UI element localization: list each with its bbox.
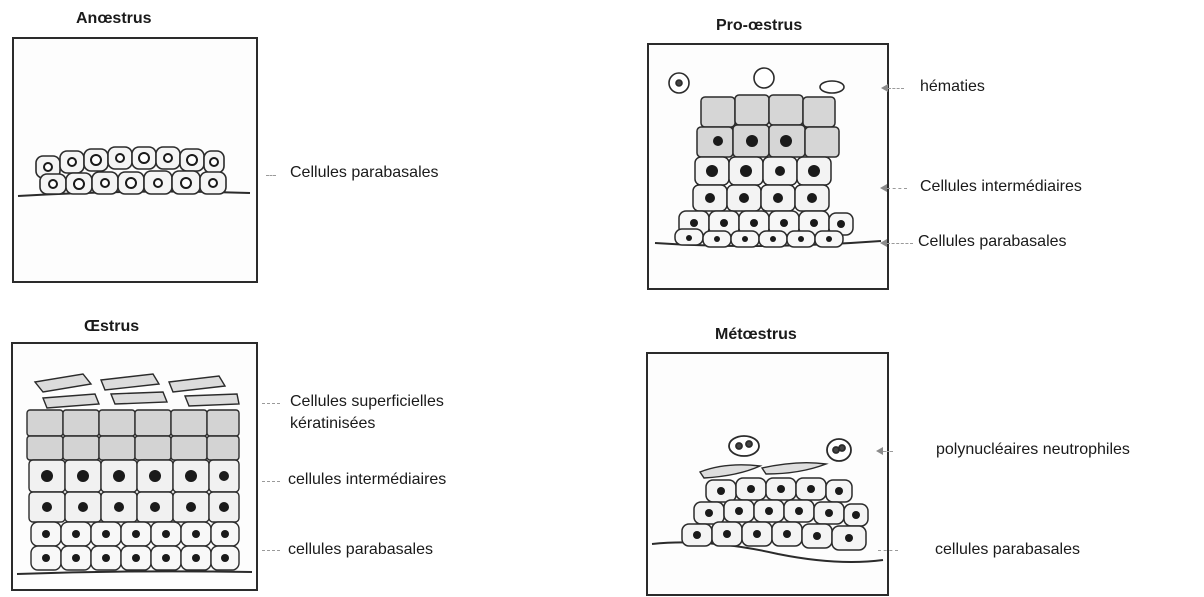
- oestrus-leader-intermediate: [262, 481, 280, 482]
- anoestrus-leader-line: [266, 175, 276, 176]
- metoestrus-leader-parabasal: [878, 550, 898, 551]
- pro-oestrus-title: Pro-œstrus: [716, 17, 802, 35]
- pro-oestrus-leader-hematies: [888, 88, 904, 89]
- metoestrus-title: Métœstrus: [715, 326, 797, 344]
- anoestrus-epithelium-drawing: [14, 39, 256, 281]
- red-blood-cells: [669, 68, 844, 93]
- basement-membrane: [17, 571, 252, 574]
- intermediate-cells: [693, 157, 831, 211]
- intermediate-cells: [29, 460, 239, 522]
- pro-oestrus-arrow-intermediate: [880, 184, 887, 192]
- pro-oestrus-label-hematies: hématies: [920, 77, 985, 97]
- oestrus-label-parabasal: cellules parabasales: [288, 540, 433, 560]
- oestrus-label-superficial-line1: Cellules superficielles: [290, 392, 444, 412]
- anoestrus-title: Anœstrus: [76, 10, 152, 28]
- anoestrus-frame: [12, 37, 258, 283]
- oestrus-leader-superficial: [262, 403, 280, 404]
- pro-oestrus-leader-intermediate: [887, 188, 907, 189]
- pro-oestrus-label-intermediate: Cellules intermédiaires: [920, 177, 1082, 197]
- neutrophils: [729, 436, 851, 461]
- oestrus-label-intermediate: cellules intermédiaires: [288, 470, 446, 490]
- metoestrus-label-parabasal: cellules parabasales: [935, 540, 1080, 560]
- oestrus-leader-parabasal: [262, 550, 280, 551]
- pro-oestrus-leader-parabasal: [887, 243, 913, 244]
- superficial-cells: [27, 410, 239, 460]
- oestrus-frame: [11, 342, 258, 591]
- pro-oestrus-label-parabasal: Cellules parabasales: [918, 232, 1067, 252]
- metoestrus-arrow-neutrophils: [876, 447, 883, 455]
- superficial-layer: [697, 95, 839, 157]
- oestrus-title: Œstrus: [84, 318, 139, 336]
- metoestrus-leader-neutrophils: [883, 451, 893, 452]
- oestrus-epithelium-drawing: [13, 344, 256, 589]
- metoestrus-label-neutrophils: polynucléaires neutrophiles: [936, 440, 1130, 460]
- keratinized-flakes: [35, 374, 239, 408]
- pro-oestrus-arrow-hematies: [881, 84, 888, 92]
- oestrus-label-superficial-line2: kératinisées: [290, 414, 375, 434]
- metoestrus-epithelium-drawing: [648, 354, 887, 594]
- pro-oestrus-epithelium-drawing: [649, 45, 887, 288]
- parabasal-cells: [675, 211, 853, 247]
- shed-flakes: [700, 463, 826, 478]
- parabasal-cells: [31, 522, 239, 570]
- anoestrus-label-parabasal: Cellules parabasales: [290, 163, 439, 183]
- pro-oestrus-arrow-parabasal: [880, 239, 887, 247]
- pro-oestrus-frame: [647, 43, 889, 290]
- metoestrus-frame: [646, 352, 889, 596]
